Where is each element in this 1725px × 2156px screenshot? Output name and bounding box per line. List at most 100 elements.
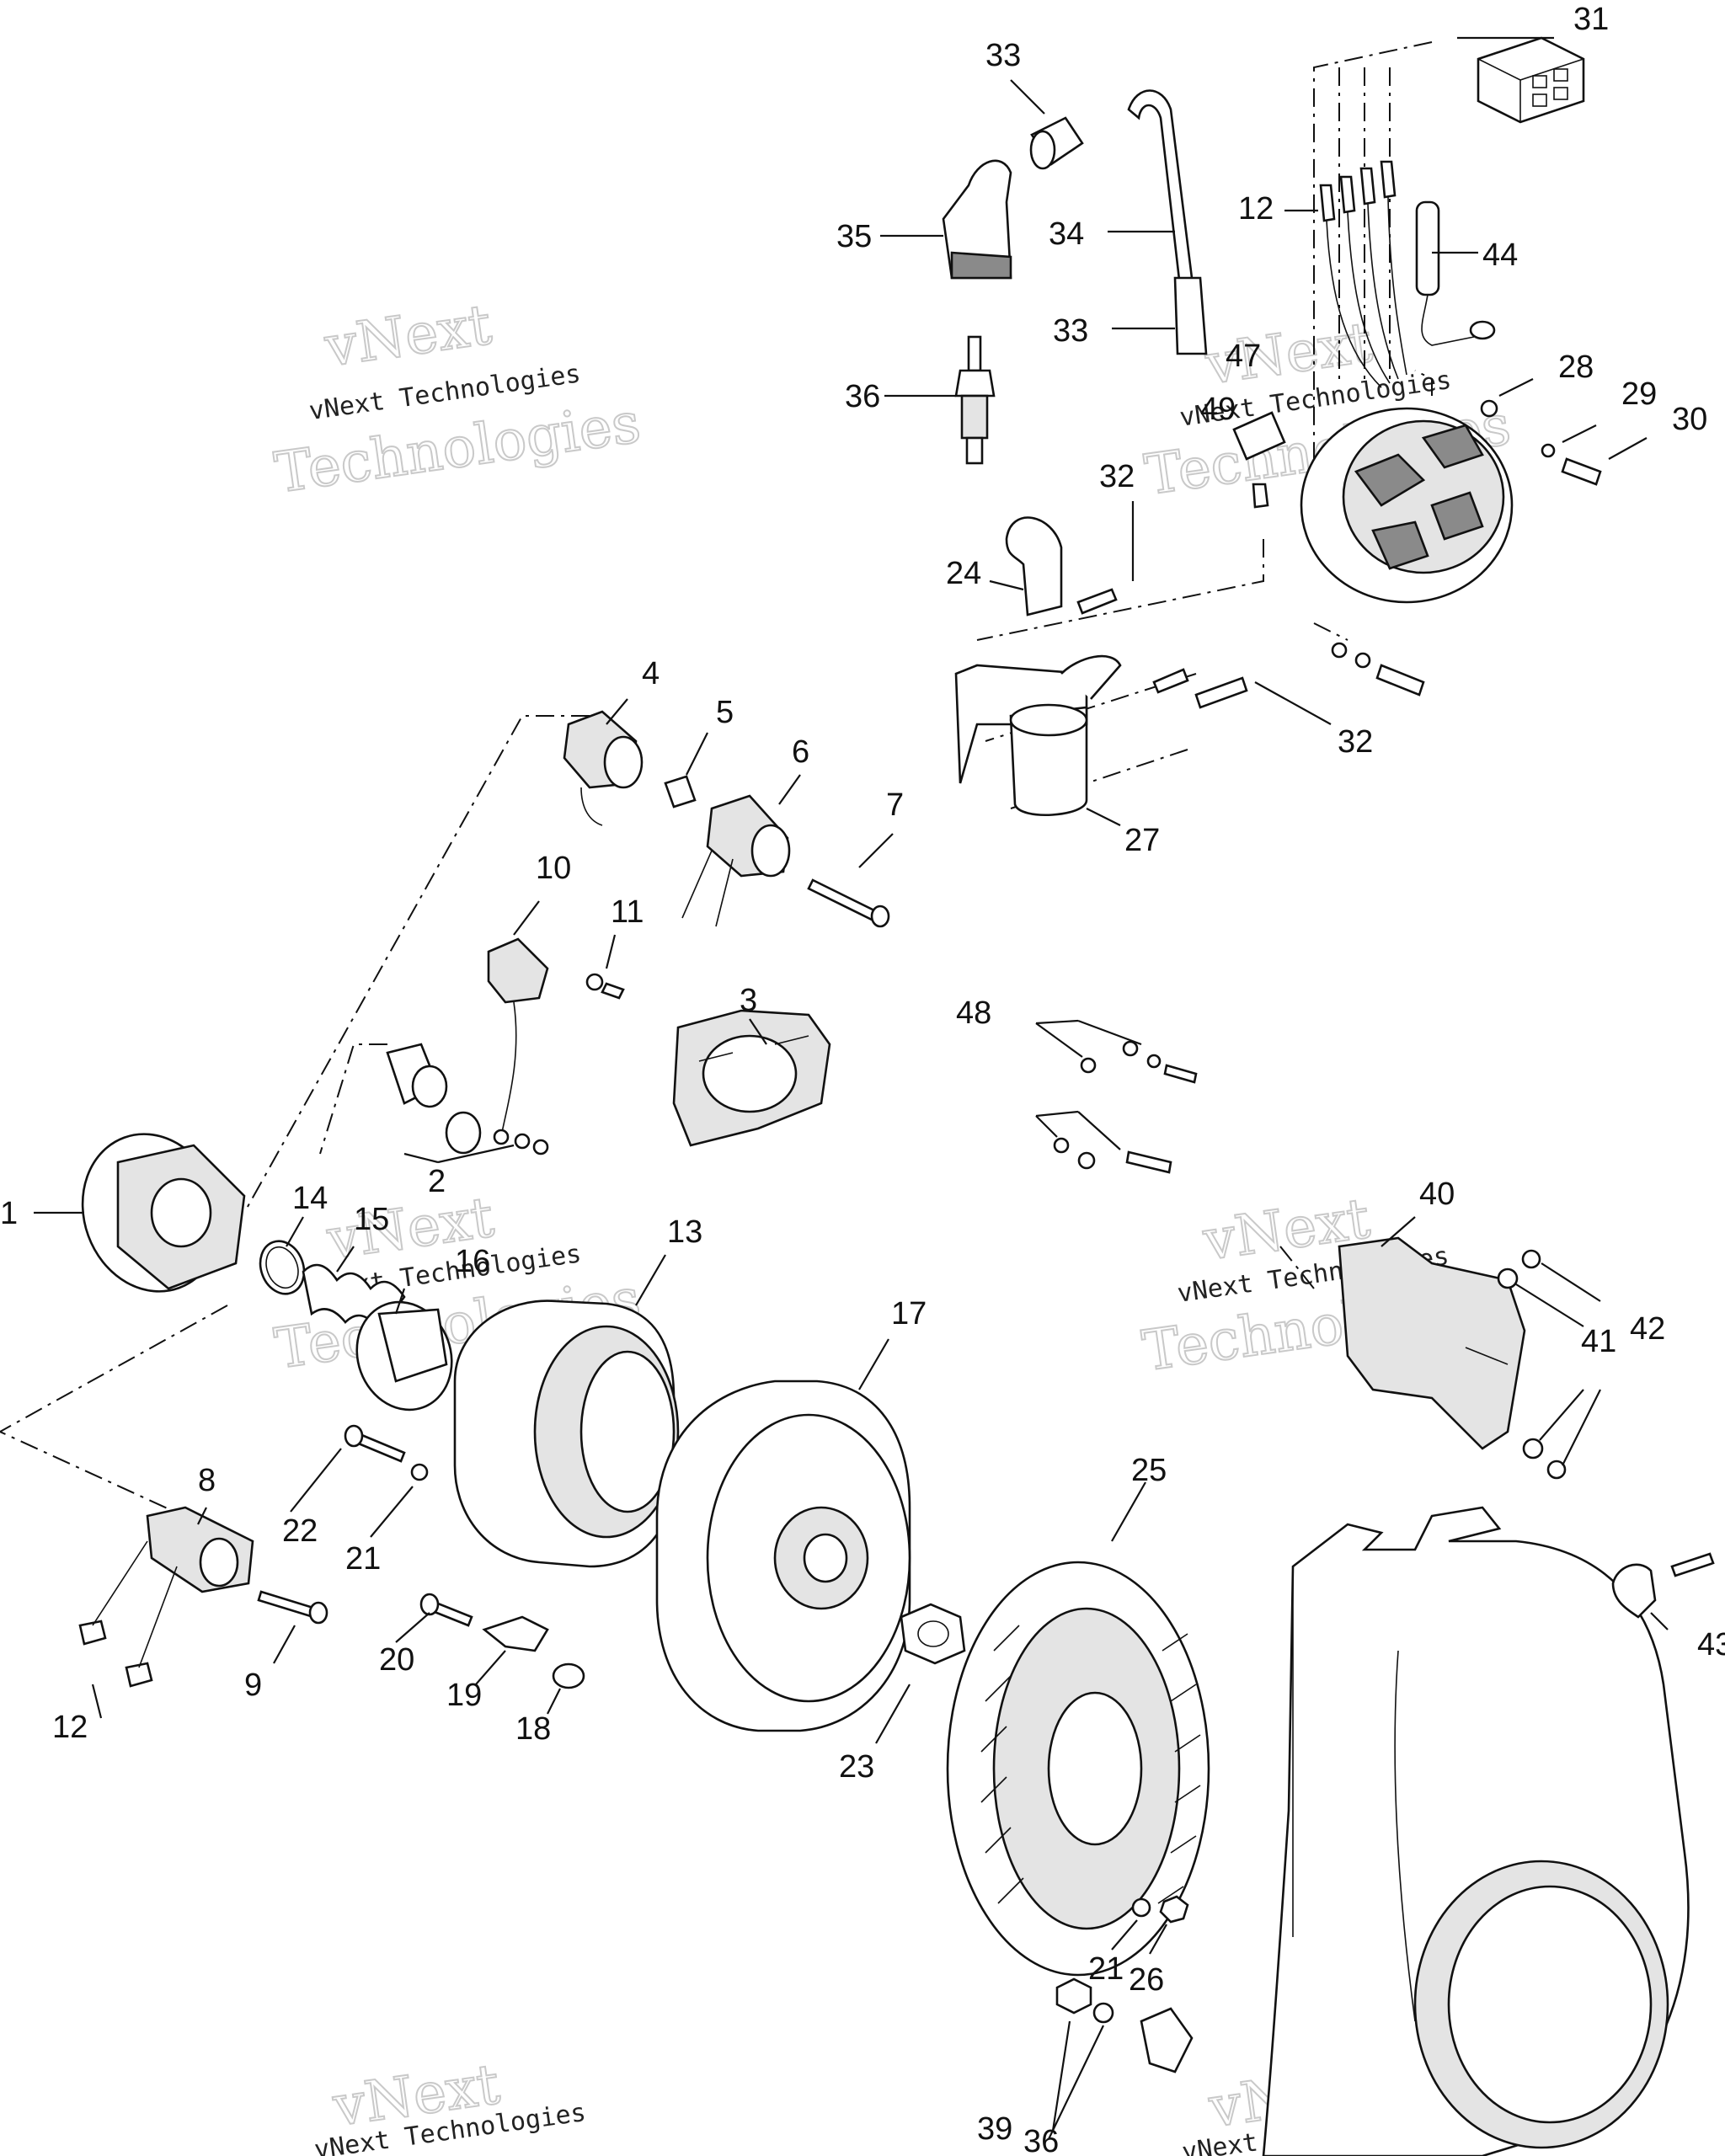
callout-26: 26 bbox=[1129, 1962, 1164, 1998]
governor-cup-16 bbox=[355, 1300, 453, 1412]
nut-11 bbox=[585, 973, 625, 1000]
callout-39: 36 bbox=[1023, 2124, 1059, 2156]
screw-20 bbox=[419, 1593, 473, 1627]
callout-6: 6 bbox=[792, 734, 809, 770]
callout-21-upper: 21 bbox=[345, 1541, 381, 1577]
washer-42-lower bbox=[1522, 1438, 1544, 1460]
callout-1: 1 bbox=[0, 1196, 18, 1231]
screw-43-upper bbox=[1521, 1249, 1541, 1269]
callout-35: 35 bbox=[836, 219, 872, 254]
spark-plug-36 bbox=[954, 335, 996, 465]
washer-21-lower bbox=[1131, 1897, 1151, 1918]
callout-9: 9 bbox=[244, 1668, 262, 1703]
leader-lines bbox=[34, 36, 1669, 2140]
screw-7 bbox=[807, 878, 890, 928]
callout-32-top: 32 bbox=[1099, 459, 1135, 494]
connector-housing-31 bbox=[1477, 36, 1585, 124]
connector-47 bbox=[1232, 411, 1286, 461]
screw-22 bbox=[344, 1424, 406, 1463]
callout-24: 24 bbox=[946, 556, 981, 591]
callout-48: 48 bbox=[956, 995, 991, 1031]
callout-41: 40 bbox=[1419, 1177, 1455, 1212]
clamp-lower bbox=[1140, 2007, 1194, 2073]
callout-10: 10 bbox=[536, 851, 571, 886]
callout-33-mid: 33 bbox=[1053, 313, 1088, 349]
terminal-block-6 bbox=[681, 794, 791, 927]
spacer-5 bbox=[664, 775, 697, 808]
callout-13: 13 bbox=[667, 1214, 702, 1250]
screw-9 bbox=[257, 1590, 328, 1625]
nut-40 bbox=[1055, 1977, 1092, 2015]
callout-36: 36 bbox=[845, 379, 880, 414]
callout-42: 41 bbox=[1581, 1324, 1616, 1359]
callout-33-top: 33 bbox=[985, 38, 1021, 73]
callout-17: 17 bbox=[891, 1296, 927, 1331]
callout-12-top: 12 bbox=[1238, 191, 1274, 227]
nut-26 bbox=[1159, 1895, 1189, 1924]
callout-27: 28 bbox=[1558, 350, 1594, 385]
ignition-lead-34 bbox=[1127, 89, 1208, 355]
callout-49: 49 bbox=[1200, 392, 1236, 427]
sleeve-46 bbox=[1415, 200, 1496, 346]
callout-19: 19 bbox=[446, 1678, 482, 1713]
callout-2: 2 bbox=[428, 1164, 446, 1199]
washer-39 bbox=[1092, 2002, 1114, 2024]
fasteners-48 bbox=[1053, 1040, 1198, 1174]
cover-3 bbox=[672, 1009, 831, 1147]
terminals-12-bottom bbox=[78, 1540, 178, 1688]
callout-34: 34 bbox=[1049, 216, 1084, 252]
snap-ring-14 bbox=[259, 1240, 306, 1295]
blower-housing bbox=[1262, 1506, 1690, 2156]
watermark-top-left: vNext Technologies vNext Technologies bbox=[270, 291, 645, 507]
clamp-19 bbox=[482, 1615, 549, 1652]
callout-29: 30 bbox=[1672, 402, 1707, 437]
callout-14: 14 bbox=[292, 1181, 328, 1216]
drum-13 bbox=[453, 1299, 680, 1568]
callout-40: 39 bbox=[977, 2111, 1012, 2147]
callout-18: 18 bbox=[515, 1711, 551, 1747]
callout-20: 20 bbox=[379, 1642, 414, 1678]
terminal-block-4 bbox=[563, 710, 644, 826]
callout-21-lower: 21 bbox=[1088, 1951, 1124, 1987]
callout-47: 47 bbox=[1226, 339, 1261, 374]
callout-11: 11 bbox=[611, 894, 644, 930]
cap-33-top bbox=[1029, 116, 1084, 170]
fan-25 bbox=[946, 1561, 1210, 1977]
bracket-41 bbox=[1338, 1236, 1526, 1450]
watermark-bottom-left: vNext vNext Technologies bbox=[312, 2051, 588, 2156]
terminals-12-top bbox=[1319, 160, 1407, 388]
clip-18 bbox=[552, 1662, 585, 1689]
terminal-block-8 bbox=[146, 1506, 254, 1593]
elbow-boot-24 bbox=[1005, 516, 1063, 616]
callout-12-bottom: 12 bbox=[52, 1710, 88, 1745]
ignition-coil-30 bbox=[954, 588, 1248, 817]
callout-16: 16 bbox=[455, 1244, 490, 1279]
callout-25: 25 bbox=[1131, 1453, 1167, 1488]
callout-44: 43 bbox=[1697, 1627, 1725, 1662]
callout-31: 31 bbox=[1573, 2, 1609, 37]
breaker-points-10 bbox=[487, 937, 549, 1145]
condenser-2 bbox=[386, 1043, 549, 1155]
callout-23: 23 bbox=[839, 1749, 874, 1785]
callout-46: 44 bbox=[1482, 237, 1518, 273]
clip-44 bbox=[1611, 1552, 1715, 1619]
callout-28: 29 bbox=[1621, 376, 1657, 412]
callout-43: 42 bbox=[1630, 1311, 1665, 1347]
callout-22: 22 bbox=[282, 1513, 318, 1549]
washer-21-upper bbox=[410, 1463, 429, 1481]
nut-23 bbox=[900, 1603, 966, 1665]
svg-text:vNext: vNext bbox=[320, 292, 495, 380]
callout-7: 7 bbox=[886, 787, 904, 823]
callout-5: 5 bbox=[716, 695, 734, 730]
callout-30: 27 bbox=[1124, 823, 1160, 858]
base-plate-1 bbox=[81, 1133, 246, 1293]
spark-plug-cap-35 bbox=[942, 159, 1012, 280]
screw-43-lower bbox=[1546, 1460, 1567, 1480]
callout-3: 3 bbox=[740, 983, 757, 1018]
callout-4: 4 bbox=[642, 656, 660, 691]
flywheel-17 bbox=[655, 1380, 911, 1732]
callout-8: 8 bbox=[198, 1463, 216, 1498]
callout-15: 15 bbox=[354, 1202, 389, 1237]
terminal-49 bbox=[1252, 483, 1269, 509]
